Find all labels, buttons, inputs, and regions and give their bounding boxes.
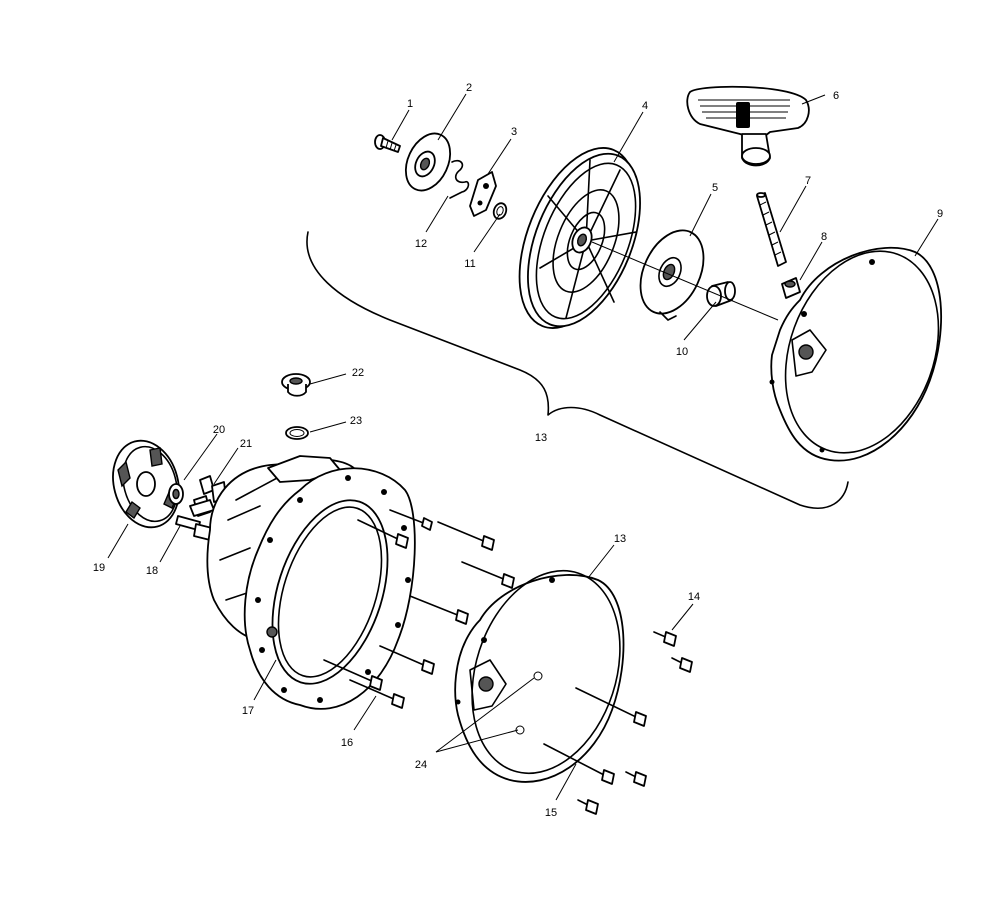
callout-23: 23 bbox=[350, 415, 362, 427]
callout-14: 14 bbox=[688, 591, 700, 603]
part-17-flange-housing bbox=[206, 455, 416, 710]
callout-13-lower: 13 bbox=[614, 533, 626, 545]
part-6-handle bbox=[686, 85, 810, 167]
callout-3: 3 bbox=[511, 126, 517, 138]
part-13-cover bbox=[454, 569, 625, 783]
callout-11: 11 bbox=[464, 258, 475, 270]
callout-9: 9 bbox=[937, 208, 943, 220]
part-15-cover-bolts bbox=[543, 687, 647, 785]
part-22-grommet bbox=[281, 373, 311, 397]
callout-5: 5 bbox=[712, 182, 718, 194]
part-19-drive-cup bbox=[112, 439, 180, 529]
callout-19: 19 bbox=[93, 562, 105, 574]
part-12-spring bbox=[449, 159, 470, 199]
callout-22: 22 bbox=[352, 367, 364, 379]
callout-6: 6 bbox=[833, 90, 839, 102]
callout-18: 18 bbox=[146, 565, 158, 577]
callout-21: 21 bbox=[240, 438, 252, 450]
callout-2: 2 bbox=[466, 82, 472, 94]
part-20-washer bbox=[168, 483, 184, 505]
callout-17: 17 bbox=[242, 705, 254, 717]
part-5-recoil-spring bbox=[639, 229, 705, 321]
assembly-bracket bbox=[306, 231, 849, 510]
callout-7: 7 bbox=[805, 175, 811, 187]
callout-13-upper: 13 bbox=[535, 432, 547, 444]
callout-12: 12 bbox=[415, 238, 427, 250]
part-4-pulley bbox=[518, 147, 641, 329]
part-2-friction-plate bbox=[404, 132, 452, 192]
callout-20: 20 bbox=[213, 424, 225, 436]
part-8-rope-guide bbox=[781, 277, 801, 299]
part-7-rope bbox=[756, 192, 787, 267]
part-23-o-ring bbox=[285, 426, 309, 440]
part-10-bushing bbox=[706, 281, 736, 307]
callout-16: 16 bbox=[341, 737, 353, 749]
callout-1: 1 bbox=[407, 98, 413, 110]
callout-15: 15 bbox=[545, 807, 557, 819]
callout-leaders bbox=[107, 93, 939, 801]
part-18-bolts bbox=[175, 499, 215, 541]
part-11-clip bbox=[492, 202, 508, 220]
part-9-starter-housing bbox=[769, 246, 943, 462]
callout-10: 10 bbox=[676, 346, 688, 358]
callout-24: 24 bbox=[415, 759, 427, 771]
part-14-small-bolts bbox=[577, 631, 693, 815]
callout-8: 8 bbox=[821, 231, 827, 243]
part-3-pawl bbox=[469, 171, 497, 217]
part-1-bolt bbox=[374, 134, 401, 153]
part-16-long-bolts bbox=[323, 509, 515, 709]
assembly-axis-line bbox=[591, 241, 779, 321]
callout-4: 4 bbox=[642, 100, 648, 112]
